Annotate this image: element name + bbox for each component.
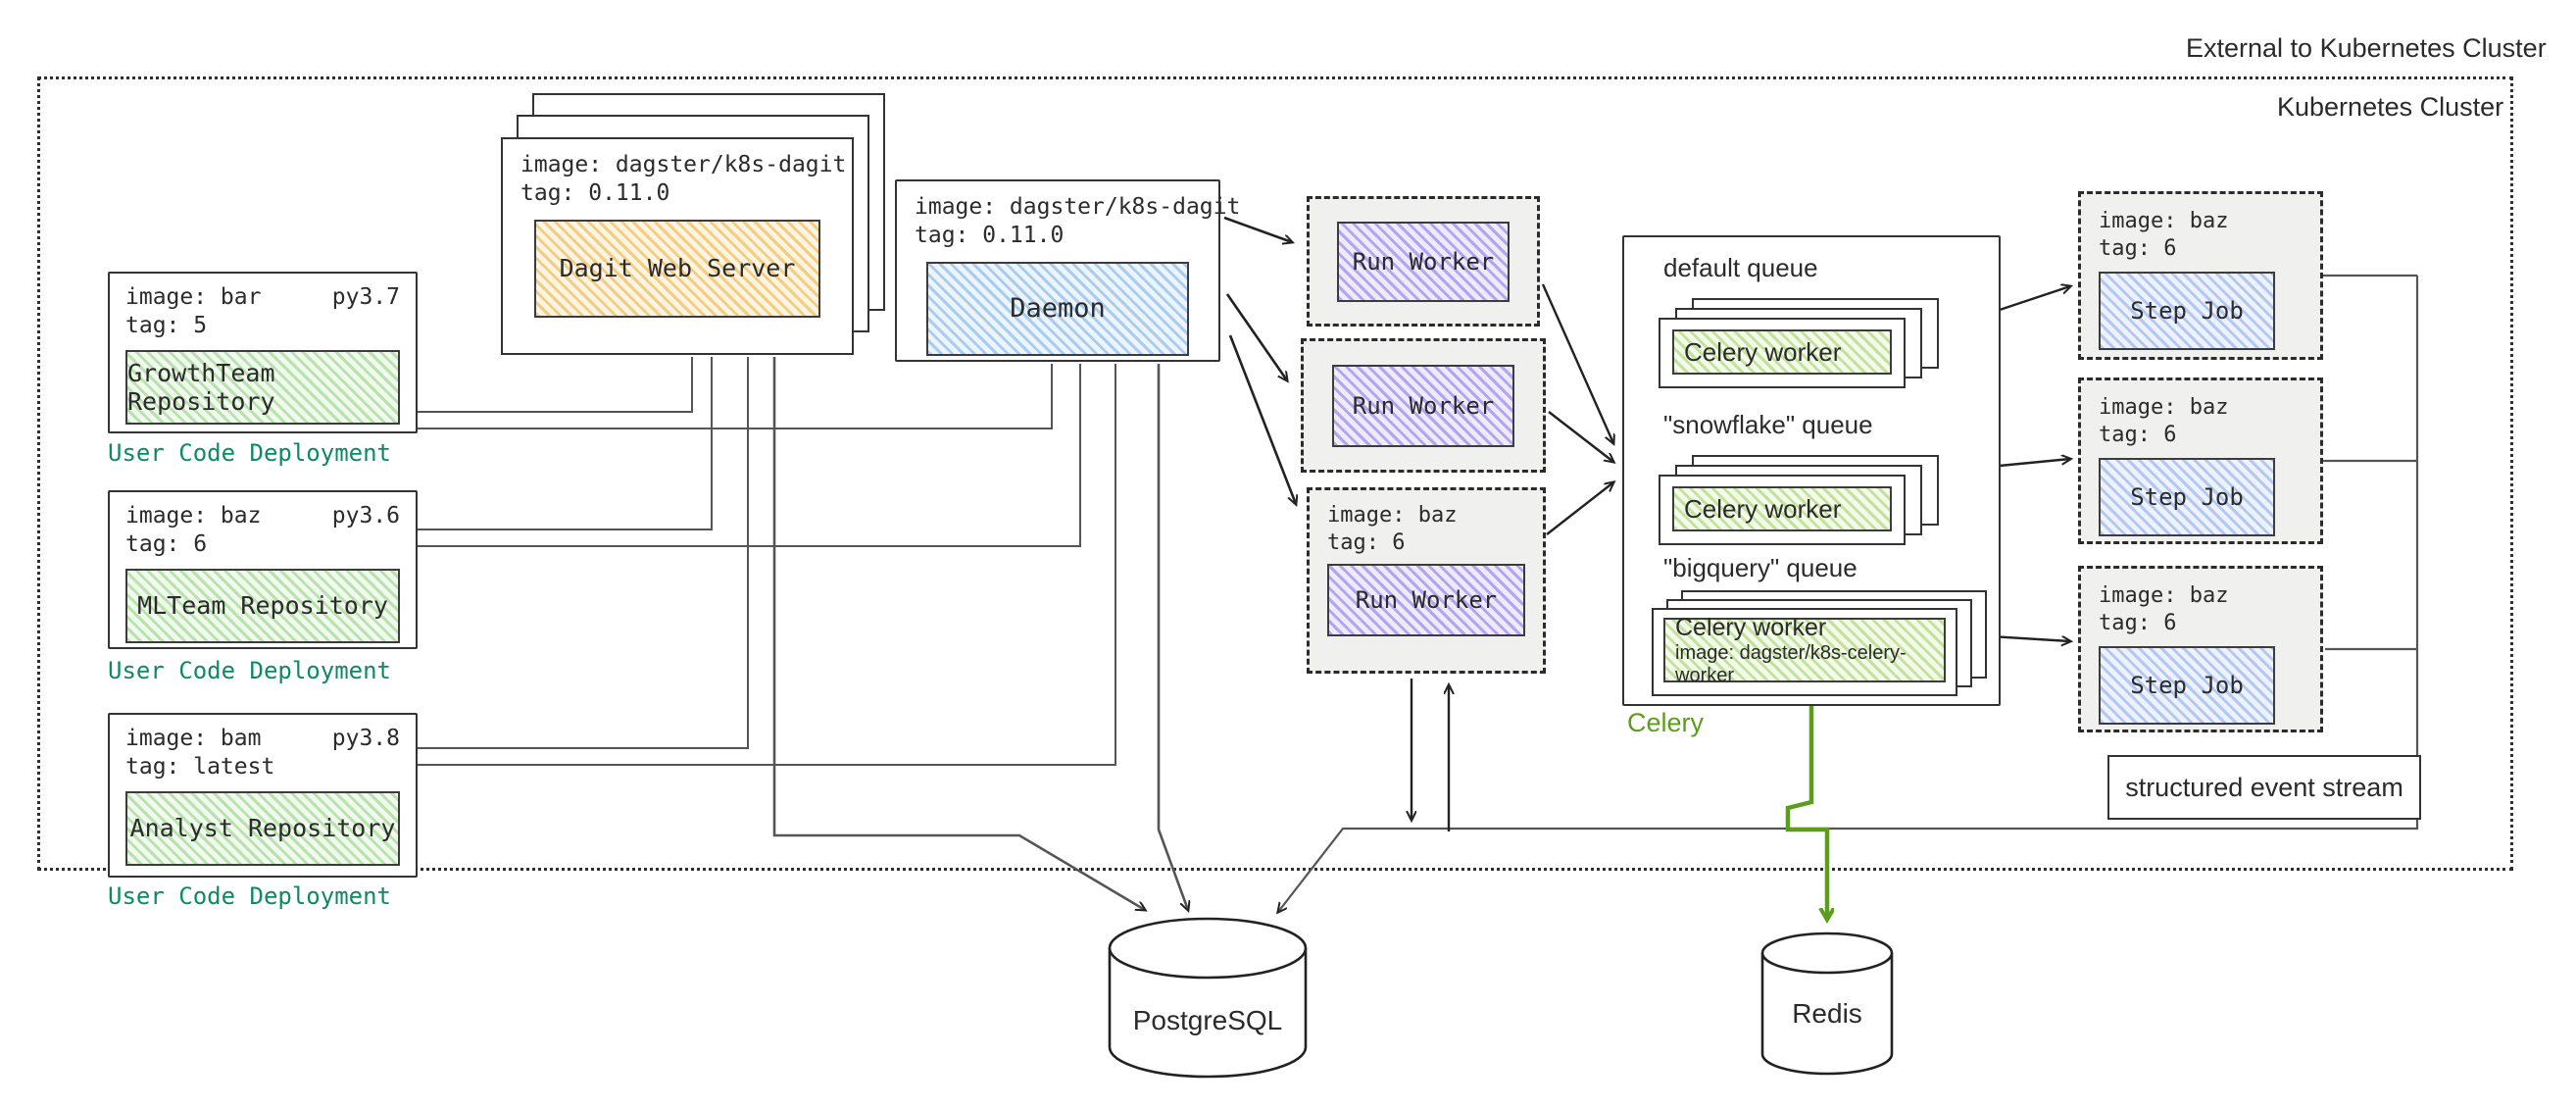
dagit-web-server-stack: image: dagster/k8s-dagit tag: 0.11.0 Dag… (501, 93, 893, 378)
redis-label: Redis (1792, 998, 1862, 1029)
growthteam-repository-box: GrowthTeam Repository (125, 349, 400, 425)
image-label: image: bar (125, 284, 262, 310)
step-job-pod-1: image: baz tag: 6 Step Job (2078, 191, 2323, 360)
daemon-to-run-worker-arrows (1223, 216, 1296, 504)
tag-label: tag: 6 (125, 530, 208, 557)
celery-worker-image-label: image: dagster/k8s-celery-worker (1675, 641, 1907, 686)
tag-label: tag: 5 (125, 312, 208, 338)
run-worker-db-arrows (1412, 679, 1449, 831)
user-code-deployment-caption: User Code Deployment (108, 439, 391, 467)
dagit-web-server-box: Dagit Web Server (534, 219, 820, 318)
python-version-label: py3.7 (331, 284, 400, 310)
kubernetes-cluster-label: Kubernetes Cluster (2277, 92, 2504, 122)
image-label: image: baz (2099, 395, 2229, 420)
step-job-box: Step Job (2099, 646, 2275, 725)
daemon-box: Daemon (926, 261, 1189, 356)
celery-container: default queue Celery worker "snowflake" … (1622, 235, 2001, 706)
image-label: image: baz (2099, 209, 2229, 233)
celery-worker-box: Celery worker (1672, 329, 1892, 375)
default-queue-label: default queue (1663, 253, 1818, 282)
user-code-deployment-caption: User Code Deployment (108, 882, 391, 910)
redis-cylinder (1760, 932, 1894, 1076)
snowflake-queue-label: "snowflake" queue (1663, 410, 1873, 439)
dagit-card: image: dagster/k8s-dagit tag: 0.11.0 Dag… (501, 137, 854, 355)
tag-label: tag: 6 (2099, 610, 2177, 635)
celery-worker-box: Celery worker (1672, 486, 1892, 531)
tag-label: tag: 6 (2099, 422, 2177, 447)
user-code-wiring (418, 357, 1116, 766)
run-worker-pod-1: Run Worker (1307, 196, 1540, 327)
run-worker-box: Run Worker (1327, 564, 1525, 636)
postgres-cylinder (1108, 917, 1308, 1079)
image-label: image: baz (1327, 503, 1458, 528)
event-stream-wiring (1278, 274, 2419, 912)
event-stream-label-box: structured event stream (2107, 755, 2421, 820)
event-stream-label: structured event stream (2125, 772, 2403, 802)
analyst-repository-box: Analyst Repository (125, 790, 400, 866)
tag-label: tag: 0.11.0 (520, 179, 670, 206)
run-worker-box: Run Worker (1332, 364, 1514, 447)
celery-worker-box: Celery worker image: dagster/k8s-celery-… (1663, 614, 1946, 686)
mlteam-repository-box: MLTeam Repository (125, 568, 400, 643)
bigquery-queue-label: "bigquery" queue (1663, 553, 1858, 582)
tag-label: tag: 6 (2099, 235, 2177, 261)
celery-worker-card: Celery worker (1659, 475, 1906, 545)
image-label: image: dagster/k8s-dagit (915, 194, 1241, 220)
user-code-deployment-mlteam: image: baz py3.6 tag: 6 MLTeam Repositor… (108, 490, 418, 649)
step-job-box: Step Job (2099, 458, 2275, 536)
db-wiring (772, 357, 1188, 910)
python-version-label: py3.8 (331, 726, 400, 751)
image-label: image: dagster/k8s-dagit (520, 152, 847, 177)
run-worker-to-celery-arrows (1541, 283, 1613, 535)
image-label: image: baz (2099, 583, 2229, 608)
run-worker-box: Run Worker (1337, 221, 1510, 302)
tag-label: tag: 0.11.0 (915, 222, 1065, 248)
step-job-box: Step Job (2099, 272, 2275, 350)
user-code-deployment-analyst: image: bam py3.8 tag: latest Analyst Rep… (108, 713, 418, 878)
run-worker-pod-2: Run Worker (1301, 338, 1546, 473)
tag-label: tag: latest (125, 753, 275, 780)
celery-worker-stack-default: Celery worker (1659, 298, 1953, 390)
postgres-label: PostgreSQL (1132, 1005, 1283, 1035)
user-code-deployment-caption: User Code Deployment (108, 657, 391, 684)
user-code-deployment-growthteam: image: bar py3.7 tag: 5 GrowthTeam Repos… (108, 272, 418, 433)
python-version-label: py3.6 (331, 503, 400, 529)
external-cluster-label: External to Kubernetes Cluster (2186, 33, 2547, 63)
step-job-pod-3: image: baz tag: 6 Step Job (2078, 566, 2323, 732)
image-label: image: baz (125, 503, 262, 529)
celery-worker-card: Celery worker image: dagster/k8s-celery-… (1652, 608, 1957, 696)
celery-worker-label: Celery worker (1675, 613, 1827, 641)
step-job-pod-2: image: baz tag: 6 Step Job (2078, 378, 2323, 544)
image-label: image: bam (125, 726, 262, 751)
tag-label: tag: 6 (1327, 529, 1406, 555)
run-worker-pod-3: image: baz tag: 6 Run Worker (1307, 487, 1546, 674)
celery-worker-stack-bigquery: Celery worker image: dagster/k8s-celery-… (1652, 590, 1990, 698)
celery-worker-card: Celery worker (1659, 318, 1906, 388)
kubernetes-cluster-boundary (37, 76, 2513, 871)
daemon-card: image: dagster/k8s-dagit tag: 0.11.0 Dae… (895, 179, 1241, 362)
celery-to-redis-arrow (1785, 700, 1827, 918)
celery-caption: Celery (1627, 708, 1705, 737)
celery-worker-stack-snowflake: Celery worker (1659, 455, 1953, 547)
